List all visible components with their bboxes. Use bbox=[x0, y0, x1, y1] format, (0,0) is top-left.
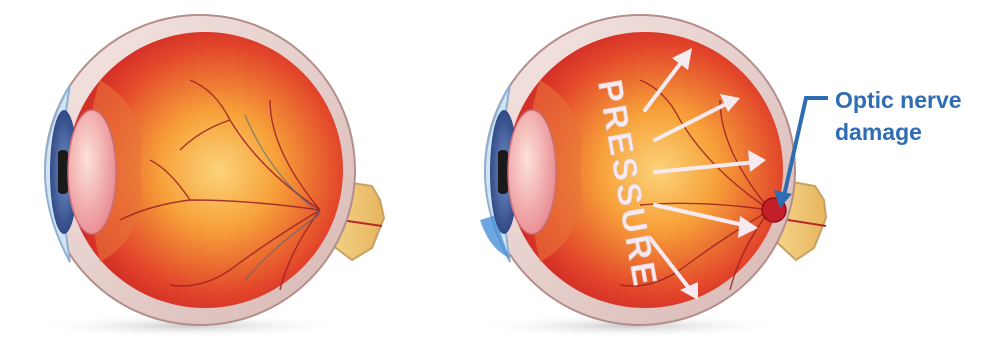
annotation-line-1: Optic nerve bbox=[835, 84, 983, 116]
glaucoma-pupil bbox=[498, 150, 508, 194]
optic-nerve-damage-label: Optic nerve damage bbox=[835, 84, 983, 148]
glaucoma-eye: PRESSURE bbox=[470, 15, 826, 338]
normal-lens bbox=[68, 110, 116, 234]
annotation-line-2: damage bbox=[835, 116, 983, 148]
normal-pupil bbox=[58, 150, 68, 194]
glaucoma-lens bbox=[508, 110, 556, 234]
normal-eye bbox=[30, 15, 384, 338]
